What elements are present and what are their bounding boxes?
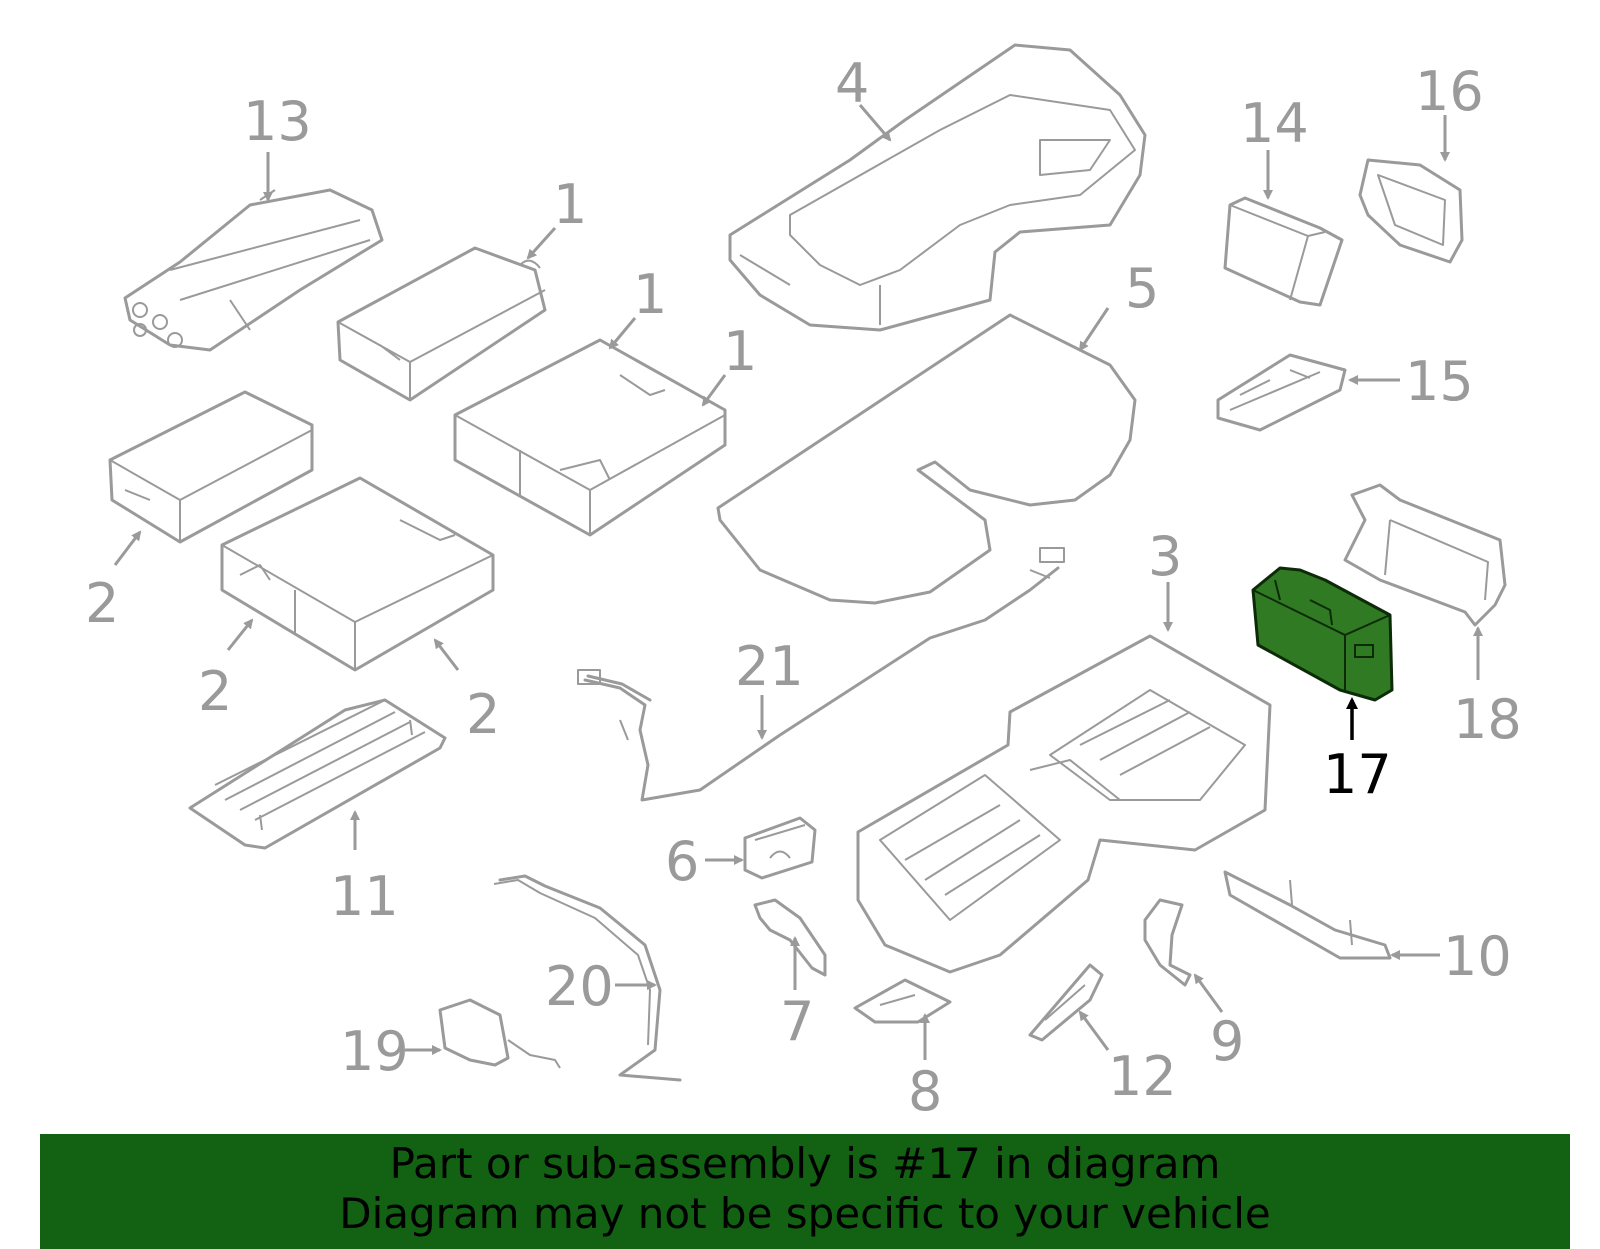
leader-1c: [701, 374, 727, 407]
part-6-illustration: [743, 816, 817, 880]
callout-19: 19: [340, 1020, 409, 1083]
callout-15: 15: [1405, 350, 1474, 413]
callout-12: 12: [1108, 1045, 1177, 1108]
part-3-illustration: [856, 634, 1272, 974]
part-5-illustration: [716, 313, 1137, 605]
part-1-top-illustration: [336, 246, 547, 402]
leader-5: [1078, 307, 1110, 352]
callout-3: 3: [1148, 525, 1182, 588]
callout-9: 9: [1210, 1010, 1244, 1073]
part-16-illustration: [1358, 158, 1464, 264]
callout-1-right: 1: [723, 320, 757, 383]
info-banner: Part or sub-assembly is #17 in diagram D…: [40, 1134, 1570, 1249]
callout-14: 14: [1240, 92, 1309, 155]
part-14-illustration: [1223, 196, 1344, 307]
callout-1-middle: 1: [633, 263, 667, 326]
leader-1a: [526, 226, 557, 260]
callout-10: 10: [1443, 925, 1512, 988]
callout-2-right: 2: [466, 683, 500, 746]
leader-4: [858, 104, 892, 142]
part-20-illustration: [493, 874, 682, 1082]
callout-4: 4: [835, 52, 869, 115]
part-9-illustration: [1143, 898, 1192, 987]
callout-7: 7: [780, 990, 814, 1053]
part-8-illustration: [853, 978, 952, 1024]
callout-numbers: 13 1 1 1 2 2 2 11 4 5 14 16 15 18 17 3 2…: [85, 52, 1522, 1123]
part-7-illustration: [753, 898, 827, 977]
callout-5: 5: [1125, 257, 1159, 320]
part-21-illustration: [577, 547, 1065, 802]
callout-18: 18: [1453, 688, 1522, 751]
callout-13: 13: [243, 90, 312, 153]
leader-lines: [113, 104, 1483, 1060]
callout-2-left: 2: [85, 572, 119, 635]
part-18-illustration: [1343, 483, 1507, 627]
banner-line-1: Part or sub-assembly is #17 in diagram: [389, 1139, 1221, 1188]
callout-11: 11: [330, 865, 399, 928]
part-12-illustration: [1028, 963, 1104, 1042]
callout-1-top: 1: [553, 173, 587, 236]
leader-12: [1078, 1010, 1110, 1051]
part-17-illustration: [1251, 566, 1394, 702]
part-13-illustration: [123, 188, 384, 352]
callout-6: 6: [665, 830, 699, 893]
leader-9: [1193, 973, 1224, 1013]
part-2-left-illustration: [108, 390, 314, 544]
callout-21: 21: [735, 635, 804, 698]
leader-2c: [433, 638, 460, 671]
part-2-pack-illustration: [220, 476, 495, 672]
callout-8: 8: [908, 1060, 942, 1123]
callout-2-middle: 2: [198, 660, 232, 723]
part-10-illustration: [1223, 870, 1392, 960]
part-19-illustration: [438, 998, 561, 1069]
banner-line-2: Diagram may not be specific to your vehi…: [339, 1189, 1271, 1238]
leader-2b: [226, 618, 254, 651]
leader-2a: [113, 530, 142, 566]
part-4-illustration: [728, 43, 1147, 332]
part-1-pack-illustration: [453, 338, 727, 537]
callout-16: 16: [1415, 60, 1484, 123]
part-11-illustration: [188, 698, 447, 850]
callout-20: 20: [545, 955, 614, 1018]
leader-1b: [608, 317, 637, 350]
callout-17: 17: [1323, 743, 1392, 806]
part-15-illustration: [1216, 353, 1347, 432]
